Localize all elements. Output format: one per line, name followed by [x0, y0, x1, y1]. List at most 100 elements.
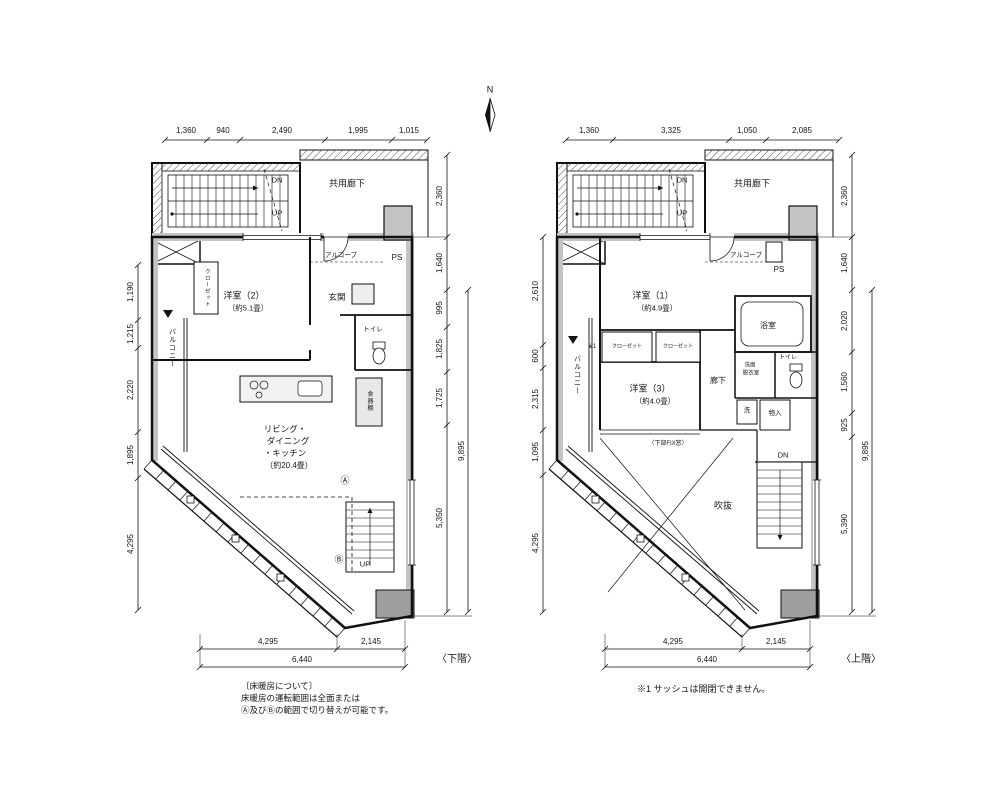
stove-icon [249, 380, 269, 399]
compass-north-label: N [486, 84, 494, 95]
dim-label: 1,560 [840, 371, 849, 393]
dim-label: 2,145 [360, 637, 382, 646]
heating-note-title: 〔床暖房について〕 [241, 681, 318, 691]
room-label-ldk: ・キッチン [263, 447, 307, 458]
floor-title-upper: 〈上階〉 [841, 654, 881, 665]
dim-label: 1,360 [175, 126, 197, 135]
cupboard-box [355, 377, 383, 427]
dimension-lines-lower [134, 136, 472, 671]
unit-outline [555, 235, 819, 630]
room-label-ldk: リビング・ [263, 423, 307, 434]
dim-label: 1,215 [126, 323, 135, 345]
room-size-ldk: （約20.4畳） [265, 461, 313, 470]
room-label-alcove: アルコーブ [325, 251, 357, 259]
inner-staircase [756, 461, 803, 549]
toilet-icon [372, 341, 386, 365]
dim-label: 2,490 [271, 126, 293, 135]
closet-box [193, 261, 219, 315]
sash-note: ※1 サッシュは開閉できません。 [637, 684, 771, 694]
drain-marker-icon [568, 336, 578, 344]
dim-total-label: 9,895 [861, 440, 870, 462]
room-label-hallway: 廊下 [710, 376, 726, 385]
void-cross-lines [599, 437, 746, 611]
dim-total-label: 9,895 [457, 440, 466, 462]
sash-reference-mark: ※1 [587, 344, 597, 350]
entrance-door-arc [709, 236, 735, 262]
balcony-outer-rail [548, 468, 743, 638]
dim-label: 1,825 [435, 338, 444, 360]
dim-label: 1,015 [398, 126, 420, 135]
room-label-ps: PS [773, 265, 785, 274]
room-label-corridor: 共用廊下 [328, 178, 366, 189]
dim-label: 2,610 [531, 280, 540, 302]
dim-label: 2,145 [765, 637, 787, 646]
balcony-glazing-left [588, 318, 593, 452]
dim-label: 3,325 [660, 126, 682, 135]
fix-window-label: （下部FIX窓） [648, 441, 688, 447]
dim-label: 4,295 [257, 637, 279, 646]
room-label-entrance: 玄関 [328, 291, 346, 302]
inner-stair-up-label: UP [359, 559, 371, 569]
dim-label: 1,050 [736, 126, 758, 135]
floor-title-lower: 〈下階〉 [437, 654, 477, 665]
dim-total-label: 6,440 [696, 655, 718, 664]
closet-box [601, 331, 653, 363]
upper-floor-plan [539, 136, 876, 671]
dim-label: 940 [216, 126, 230, 135]
room-label-balcony: バルコニー [573, 355, 581, 395]
stair-up-label: UP [676, 208, 688, 218]
window-top [242, 233, 322, 241]
dim-label: 2,360 [840, 185, 849, 207]
dim-label: 600 [531, 349, 540, 363]
washing-machine-box [736, 399, 758, 425]
ps-shaft [788, 205, 818, 241]
stair-dn-label: DN [676, 175, 688, 185]
dim-label: 1,995 [347, 126, 369, 135]
dim-label: 1,725 [435, 387, 444, 409]
room-label-bath: 浴室 [760, 321, 776, 330]
dim-label: 995 [435, 301, 444, 315]
stair-up-label: UP [271, 208, 283, 218]
entrance-door-arc [323, 236, 349, 262]
room-label-ps: PS [391, 253, 403, 262]
dim-label: 2,020 [840, 310, 849, 332]
heating-zone-b-label: Ⓑ [334, 554, 344, 565]
dim-label: 2,085 [791, 126, 813, 135]
room-label-alcove: アルコーブ [730, 251, 762, 259]
dim-label: 4,295 [531, 532, 540, 554]
shoe-cabinet [351, 283, 375, 305]
room-size-western3: （約4.0畳） [634, 396, 676, 406]
fix-window [600, 429, 700, 435]
dim-label: 1,640 [840, 252, 849, 274]
room-label-void: 吹抜 [713, 500, 733, 511]
dim-label: 5,350 [435, 507, 444, 529]
stair-dn-label: DN [271, 175, 283, 185]
heating-note-line: 床暖房の運転範囲は全面または [241, 693, 361, 703]
dim-label: 4,295 [126, 533, 135, 555]
room-size-western2: （約5.1畳） [227, 303, 269, 313]
room-label-toilet: トイレ [778, 355, 798, 361]
room-label-storage: 物入 [768, 409, 782, 417]
room-label-western1: 洋室（1） [632, 290, 674, 301]
room-label-closet: クローゼット [611, 343, 643, 350]
drain-marker-icon [163, 310, 173, 318]
dim-label: 1,640 [435, 252, 444, 274]
dim-label: 1,190 [126, 281, 135, 303]
dim-label: 5,390 [840, 513, 849, 535]
room-label-western2: 洋室（2） [223, 290, 265, 301]
dim-label: 2,315 [531, 388, 540, 410]
unit-outline [150, 235, 414, 630]
dim-label: 925 [840, 418, 849, 432]
inner-staircase [345, 501, 395, 573]
room-label-ldk: ダイニング [266, 435, 310, 446]
window-top [639, 233, 711, 241]
heating-zone-a-label: Ⓐ [340, 475, 350, 486]
inner-stair-dn-label: DN [777, 450, 789, 460]
void-glazing-diagonal [565, 445, 760, 615]
heating-note-line: Ⓐ及びⒷの範囲で切り替えが可能です。 [241, 705, 394, 715]
dim-label: 2,360 [435, 185, 444, 207]
balcony-glazing-diagonal [160, 445, 355, 615]
window-right [813, 479, 821, 566]
